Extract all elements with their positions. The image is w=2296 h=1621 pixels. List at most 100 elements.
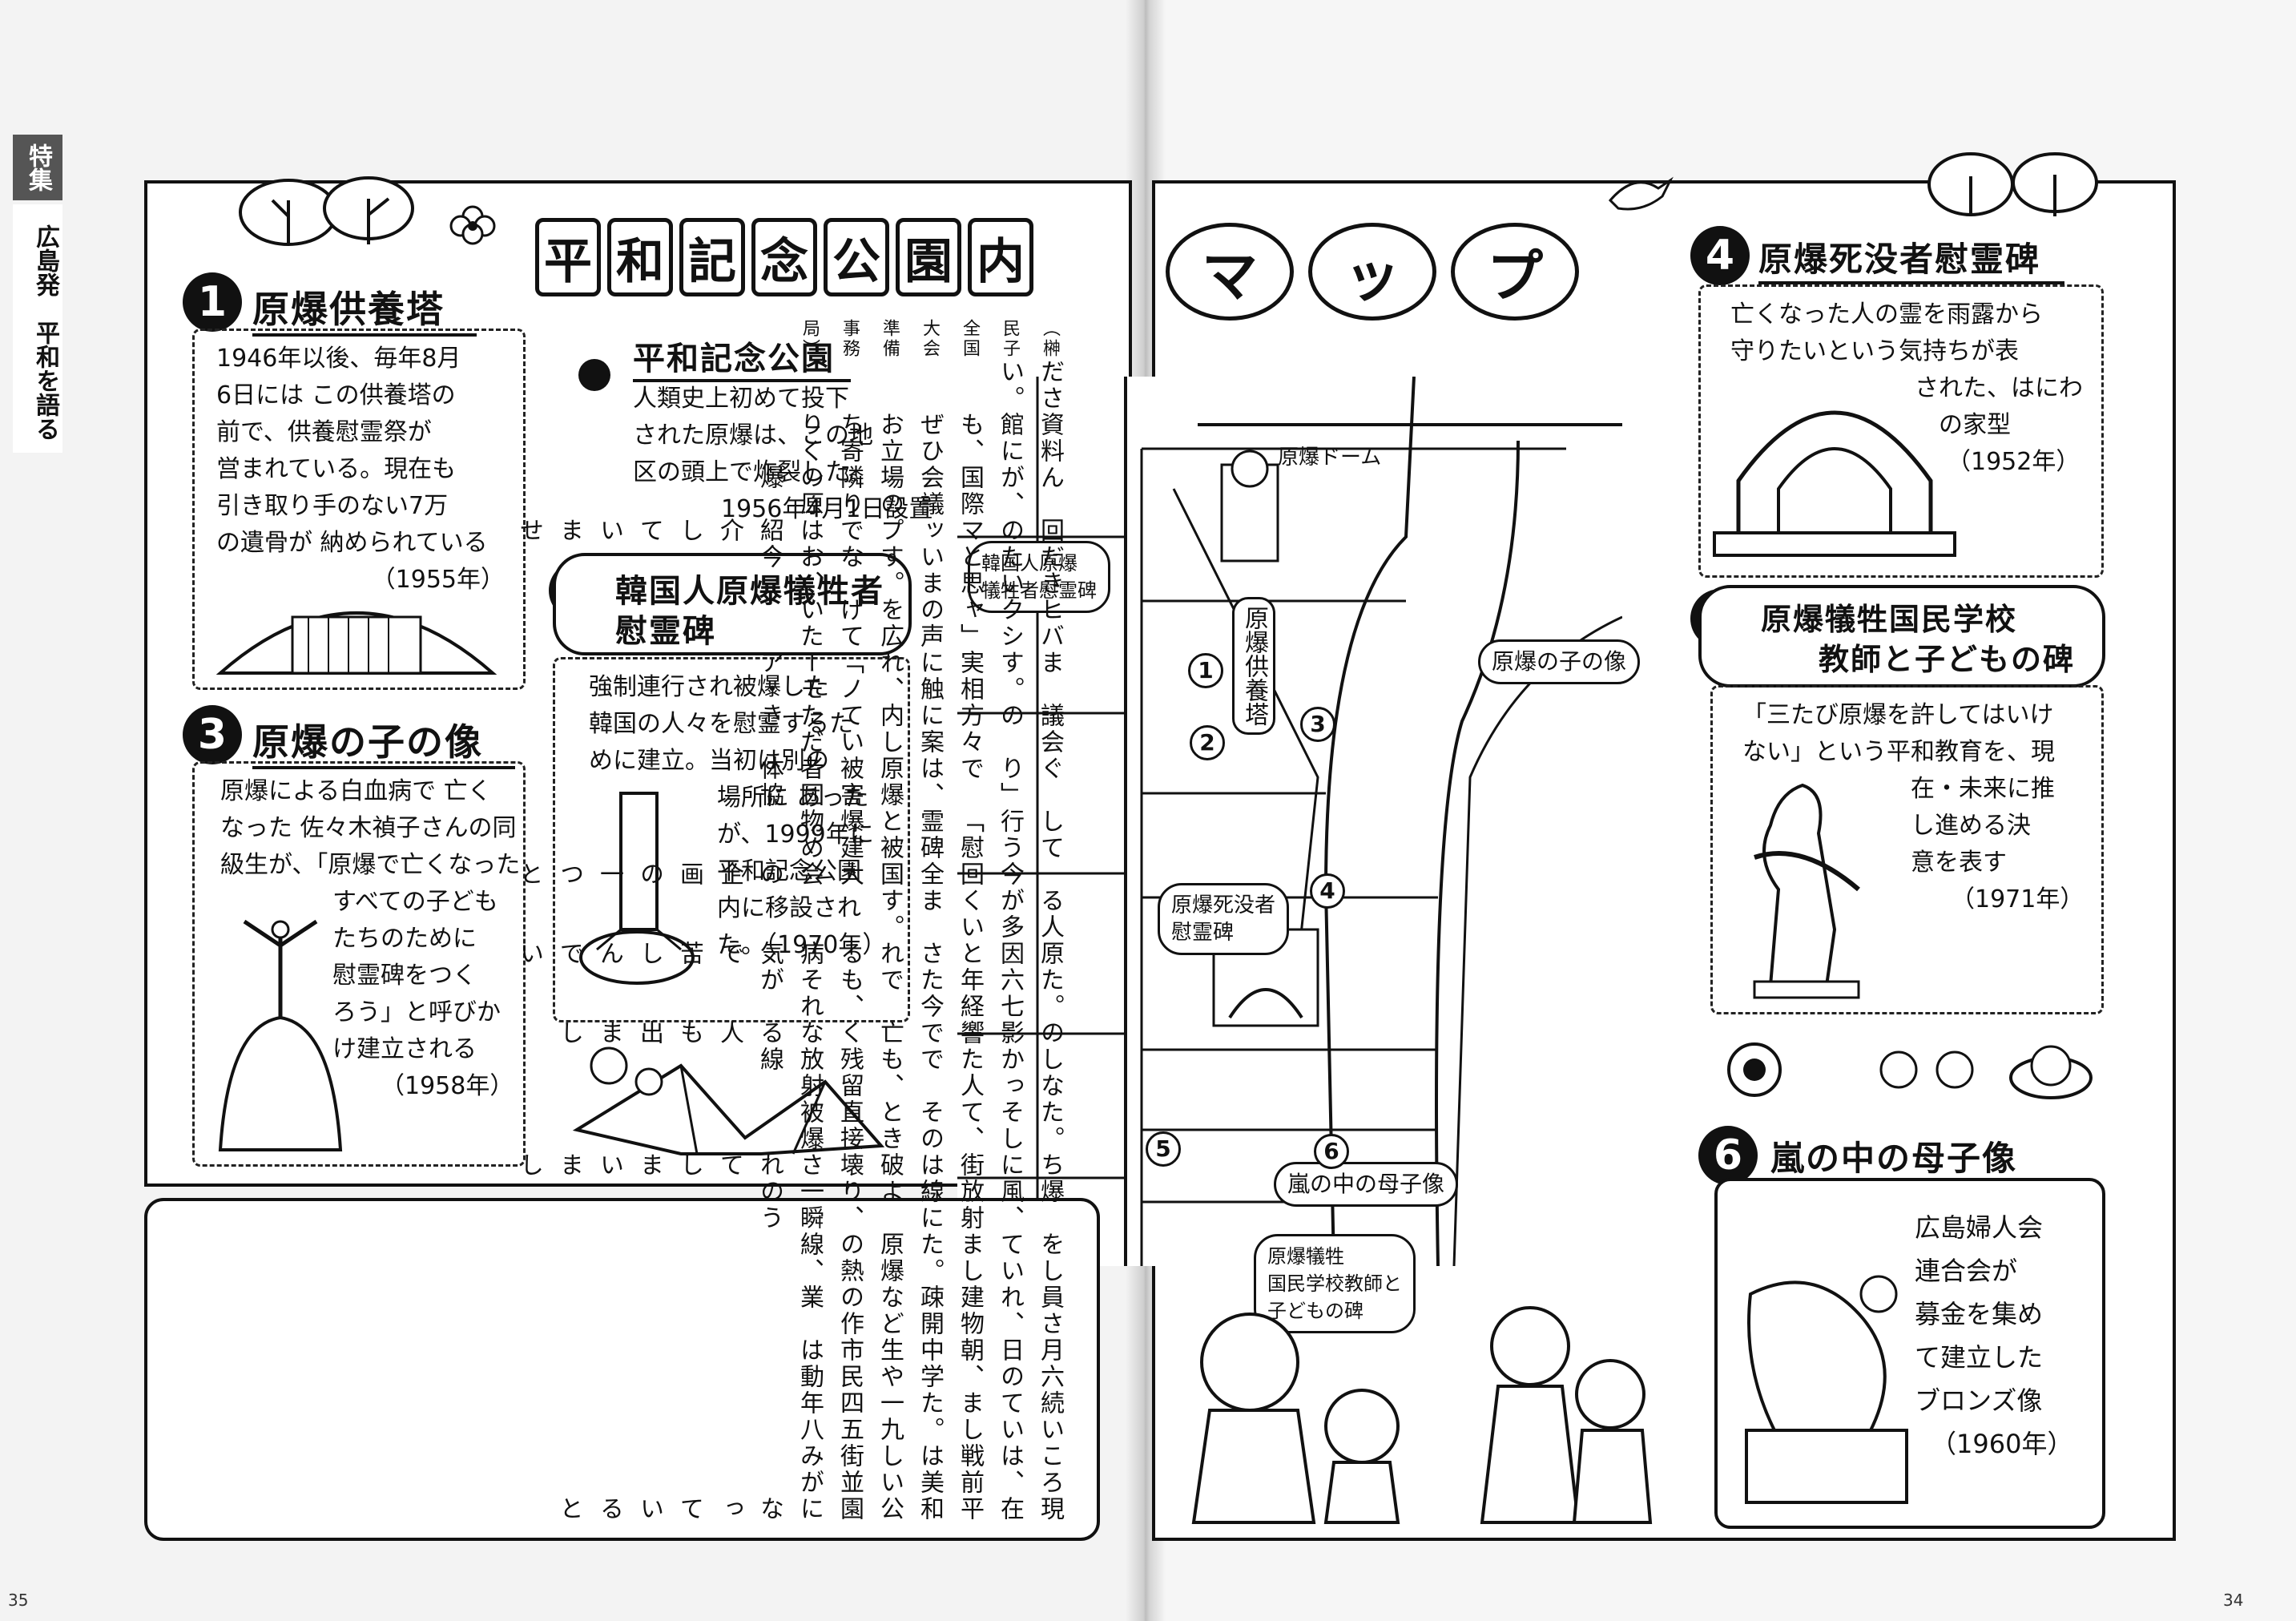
map-marker-2: 2 [1190, 725, 1225, 760]
text-line: 強制連行され被爆した [589, 673, 829, 701]
article-column: しなかった人でも、残留放射線 [755, 1046, 1064, 1099]
sidebar-category-tab: 特集 [13, 135, 62, 200]
article-column: 資料館にも、ぜひお立ち寄りく [796, 412, 1064, 465]
article-column: る人が多くいます。 [876, 888, 1064, 941]
text-line: （1952年） [1947, 448, 2080, 476]
korean-memorial-illustration [579, 792, 695, 985]
text-line: 1946年以後、毎年8月 [216, 345, 461, 373]
section-1-box [192, 329, 526, 690]
text-line: 意を表す [1911, 849, 2007, 877]
text-line: 区の頭上で炸裂した。 [633, 458, 873, 486]
map-label-korean: 韓国人原爆 犠牲者慰霊碑 [968, 541, 1110, 613]
title-char: 平 [535, 218, 601, 296]
map-marker-4: 4 [1310, 873, 1345, 909]
text-line: 亡くなった人の霊を雨露から [1730, 300, 2043, 329]
text-line: された原爆は、この地 [633, 421, 873, 450]
article-column: 原因とされる病気で苦しんでい [515, 941, 1064, 967]
section-number-1: 1 [183, 272, 242, 332]
article-column: して行う「慰霊碑と被爆建物め [796, 808, 1064, 861]
text-line: 守りたいという気持ちが表 [1730, 337, 2019, 365]
article-column: 現在平和公園になっていると [555, 1496, 1064, 1522]
text-line: すべての子ども [332, 888, 498, 916]
map-marker-5: 5 [1146, 1131, 1181, 1167]
title-char: 園 [896, 218, 961, 296]
article-column: をしていました。原爆の熱線、 [796, 1232, 1064, 1284]
title-char: 記 [679, 218, 745, 296]
article-column: ちに街は破壊されてしまいまし [515, 1152, 1064, 1179]
text-line: が、1999年に [717, 821, 874, 849]
text-line: 「三たび原爆を許してはいけ [1742, 701, 2054, 729]
article-column: 爆風、放射線により、一瞬のう [755, 1179, 1064, 1232]
text-line: し進める決 [1911, 812, 2031, 840]
label-line: 国民学校教師と [1267, 1272, 1402, 1295]
section-2-box [553, 657, 910, 1022]
article-column: 月六日の朝、中学生や市民は動 [796, 1337, 1064, 1390]
map-label-mother: 嵐の中の母子像 [1274, 1162, 1459, 1207]
text-line: て建立した [1915, 1342, 2044, 1373]
text-line: なった 佐々木禎子さんの同 [220, 814, 517, 842]
article-column: 議会の方々に案内していただき [755, 703, 1064, 756]
label-line: 犠牲者慰霊碑 [981, 579, 1097, 602]
text-line: ろう」と呼びか [332, 998, 501, 1026]
label-line: 原爆犠牲 [1267, 1245, 1344, 1268]
title-kana: マ [1166, 223, 1294, 321]
page-number-right: 34 [2223, 1591, 2244, 1610]
section-6-text: 広島婦人会 連合会が 募金を集め て建立した ブロンズ像 （1960年） [1915, 1206, 2091, 1466]
text-line: 営まれている。現在も [216, 455, 457, 483]
mother-child-statue-illustration [1745, 1275, 1908, 1504]
text-line: ない」という平和教育を、現 [1742, 738, 2055, 766]
label-line: 原爆死没者 [1171, 893, 1276, 917]
article-column: ださい。 [996, 359, 1064, 412]
article-box [144, 1198, 1100, 1541]
section-number-4: 4 [1690, 226, 1750, 285]
text-line: 平和記念公園 [717, 857, 861, 885]
text-line: 場所に あった [717, 784, 869, 812]
text-line: たちのために [332, 925, 477, 953]
text-line: 韓国の人々を慰霊するた [589, 710, 853, 738]
title-char: 公 [824, 218, 889, 296]
section-number-3: 3 [183, 705, 242, 764]
flower-icon [449, 205, 496, 245]
label-line: 慰霊碑 [1171, 921, 1235, 945]
map-label-children: 原爆の子の像 [1478, 639, 1641, 684]
text-line: （1958年） [381, 1072, 514, 1100]
section-2-title-bubble [553, 553, 912, 655]
page-title-kana: マ ッ プ [1166, 223, 1579, 321]
label-line: 子どもの碑 [1267, 1300, 1364, 1322]
text-line: 慰霊碑をつく [332, 962, 477, 990]
dove-icon [1608, 176, 1674, 211]
text-line: た。（1970年） [717, 931, 887, 959]
section-title-3: 原爆の子の像 [252, 713, 515, 769]
text-line: け建立される [332, 1035, 477, 1063]
section-3-text: 原爆による白血病で 亡く なった 佐々木禎子さんの同 級生が、「原爆で亡くなった… [220, 773, 521, 1105]
map-label-kuyoto: 原爆供養塔 [1232, 597, 1275, 735]
article-column: ころは、戦前は美しい街並みが [796, 1443, 1064, 1496]
sunflower-icon [1727, 1042, 2093, 1099]
title-char: 和 [607, 218, 673, 296]
text-line: 1956年4月1日設置 [721, 495, 933, 523]
text-line: 6日には この供養塔の [216, 381, 456, 409]
section-title-1: 原爆供養塔 [252, 280, 477, 337]
section-5-text: 「三たび原爆を許してはいけ ない」という平和教育を、現 在・未来に推 し進める決… [1742, 697, 2095, 918]
section-4-text: 亡くなった人の霊を雨露から 守りたいという気持ちが表 された、はにわ の家型 （… [1730, 296, 2091, 481]
memorial-mound-illustration [216, 611, 497, 675]
text-line: 原爆による白血病で 亡く [220, 777, 492, 805]
article-column: だきたいと思います。なお、今 [755, 544, 1064, 597]
text-line: された、はにわ [1915, 374, 2083, 402]
map-marker-3: 3 [1300, 707, 1335, 742]
teacher-child-statue-illustration [1753, 783, 1860, 999]
section-2-text: 強制連行され被爆した 韓国の人々を慰霊するた めに建立。当初は別の 場所に あっ… [589, 669, 901, 964]
sidebar-series-title: 広島発 平和を語る [13, 204, 62, 453]
page-title-kanji: 平 和 記 念 公 園 内 [535, 218, 1033, 296]
text-line: 人類史上初めて投下 [633, 385, 849, 413]
article-column: ぐり」では、原爆被害者団体協 [755, 756, 1064, 808]
section-number-6: 6 [1698, 1126, 1758, 1185]
article-column: の影響で亡くなる人も出まし [555, 1020, 1064, 1046]
text-line: 広島婦人会 [1915, 1212, 2044, 1243]
park-map [957, 377, 1622, 1266]
section-title-2: 韓国人原爆犠牲者 [615, 573, 884, 610]
map-label-teachers: 原爆犠牲 国民学校教師と 子どもの碑 [1254, 1234, 1416, 1333]
text-line: （1971年） [1951, 885, 2085, 913]
cenotaph-illustration [1713, 410, 1956, 557]
text-line: 内に移設され [717, 894, 861, 922]
